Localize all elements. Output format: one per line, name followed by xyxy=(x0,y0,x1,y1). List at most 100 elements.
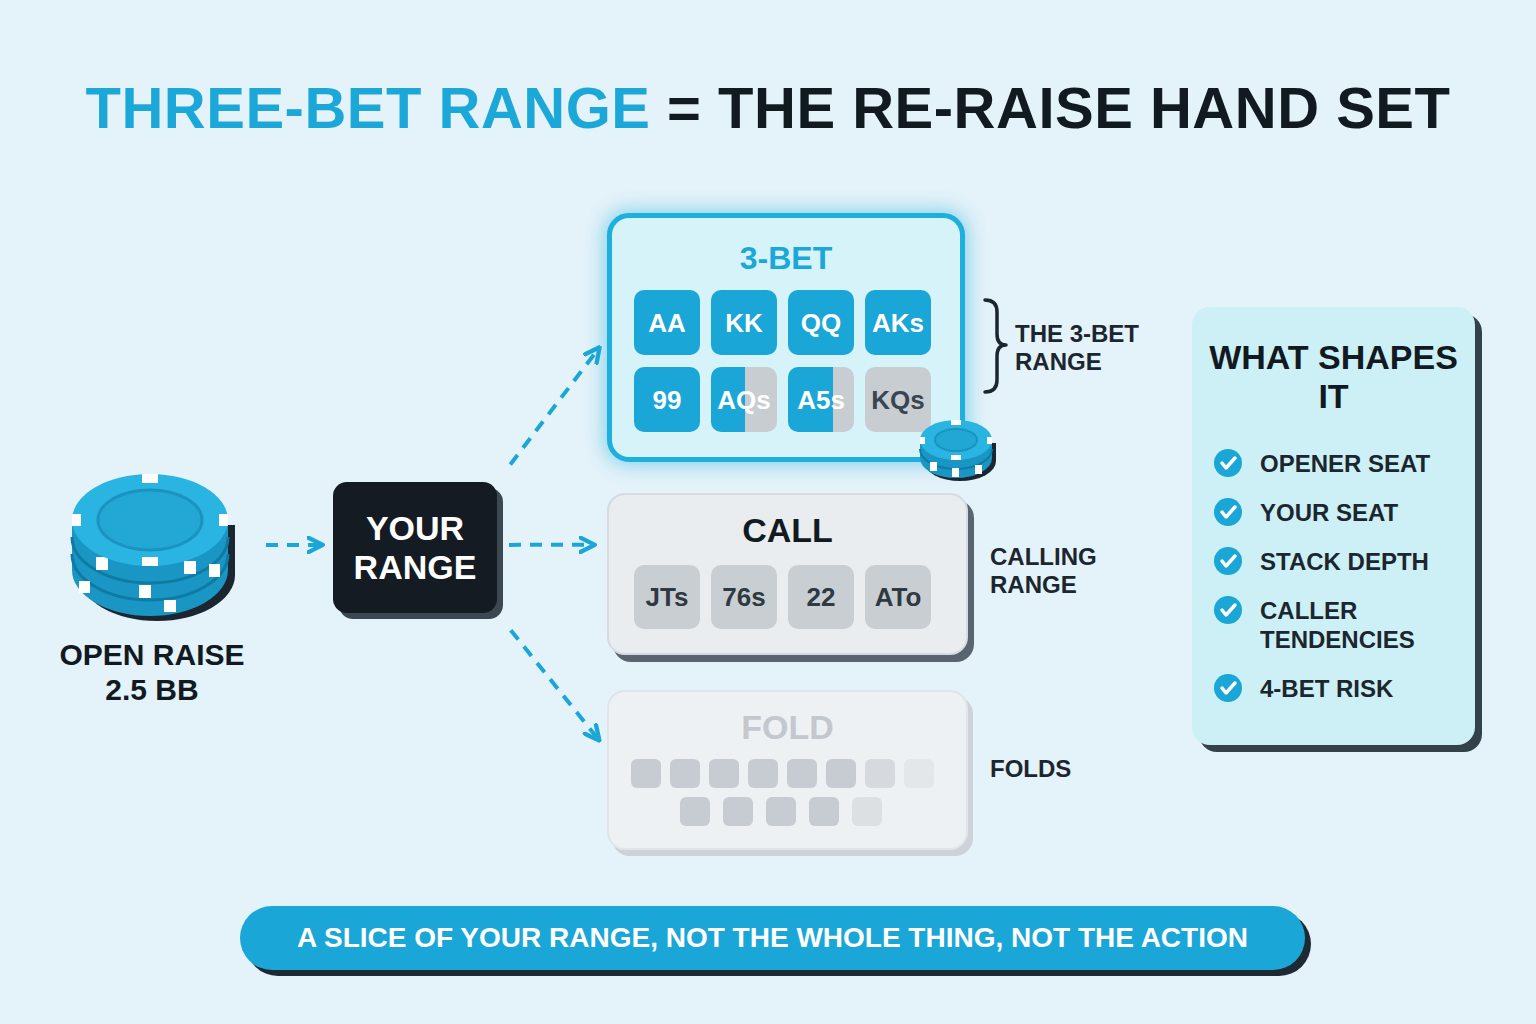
title-row: THREE-BET RANGE = THE RE-RAISE HAND SET xyxy=(0,75,1536,141)
chip-side xyxy=(920,440,992,478)
blank-tile xyxy=(723,797,753,826)
check-icons xyxy=(1214,449,1242,702)
chip-stack xyxy=(72,474,235,621)
hand-tile: QQ xyxy=(788,290,854,355)
node-text: OPEN RAISE 2.5 BB xyxy=(40,637,264,707)
chip-shadow xyxy=(924,443,996,481)
check-icon xyxy=(1214,547,1242,575)
node-text: KQs xyxy=(871,385,924,415)
range-label: FOLDS xyxy=(990,755,1120,783)
chip-seam xyxy=(920,449,992,469)
factor-item: CALLER TENDENCIES xyxy=(1260,596,1465,654)
chip-inlay xyxy=(98,490,202,550)
flow-arrow xyxy=(510,349,598,465)
chip-stripe xyxy=(975,465,982,474)
blank-tile xyxy=(766,797,796,826)
chip-notch xyxy=(142,557,158,566)
chip-stripe xyxy=(79,581,90,593)
panel-heading: WHAT SHAPES IT xyxy=(1192,338,1475,416)
factors-panel: WHAT SHAPES ITOPENER SEATYOUR SEATSTACK … xyxy=(1192,307,1475,745)
check-icon xyxy=(1214,674,1242,702)
flow-arrow xyxy=(511,630,598,739)
hand-tile: A5s xyxy=(788,367,854,432)
chip-node: OPEN RAISE 2.5 BB xyxy=(40,465,264,715)
check-icon xyxy=(1214,498,1242,526)
blank-tile xyxy=(852,797,882,826)
factor-item: 4-BET RISK xyxy=(1260,674,1465,703)
chip-stripe xyxy=(184,561,196,574)
chip-stripe xyxy=(209,564,220,577)
node-text: 76s xyxy=(722,582,765,612)
node-text: JTs xyxy=(646,582,689,612)
hand-tile: AQs xyxy=(711,367,777,432)
range-label: CALLING RANGE xyxy=(990,543,1120,599)
blank-tile xyxy=(826,759,856,788)
chip-notch xyxy=(951,420,961,425)
node-text: 22 xyxy=(807,582,836,612)
chip-notch xyxy=(920,437,925,444)
hand-tile: JTs xyxy=(634,565,700,629)
chip-shadow xyxy=(79,525,235,621)
node-text: 3-BET xyxy=(612,240,960,276)
hand-tile: KQs xyxy=(865,367,931,432)
node-text: AA xyxy=(648,308,686,338)
hand-tile: 22 xyxy=(788,565,854,629)
range-bracket xyxy=(985,300,1006,392)
chip-notch xyxy=(72,514,81,526)
call-box: CALL JTs 76s 22 ATo xyxy=(607,493,968,655)
flow-arrow xyxy=(509,543,593,547)
chip-stripe xyxy=(139,585,151,598)
node-text: QQ xyxy=(801,308,841,338)
caption-text: A SLICE OF YOUR RANGE, NOT THE WHOLE THI… xyxy=(297,922,1248,954)
chip-top xyxy=(920,420,992,460)
flow-arrow xyxy=(266,543,321,547)
page-title: THREE-BET RANGE = THE RE-RAISE HAND SET xyxy=(86,75,1451,141)
node-text: CALL xyxy=(609,511,966,549)
node-text: FOLD xyxy=(609,708,966,746)
factor-item: STACK DEPTH xyxy=(1260,547,1465,576)
chip-stripe xyxy=(952,468,959,477)
fold-box: FOLD xyxy=(607,690,968,850)
node-text: AKs xyxy=(872,308,924,338)
node-text: A5s xyxy=(797,385,845,415)
node-text: YOUR RANGE xyxy=(333,509,497,587)
blank-tile xyxy=(631,759,661,788)
blank-tile xyxy=(865,759,895,788)
blank-tile xyxy=(709,759,739,788)
hand-tile: 76s xyxy=(711,565,777,629)
blank-tile xyxy=(680,797,710,826)
hand-tile: 99 xyxy=(634,367,700,432)
blank-tile xyxy=(787,759,817,788)
check-icon xyxy=(1214,449,1242,477)
fold-tiles xyxy=(631,759,934,826)
hand-tile: AA xyxy=(634,290,700,355)
blank-tile xyxy=(904,759,934,788)
chip-notch xyxy=(219,514,228,526)
chip-seam xyxy=(72,537,228,583)
node-text: ATo xyxy=(875,582,922,612)
chip-side xyxy=(72,520,228,616)
factor-item: YOUR SEAT xyxy=(1260,498,1465,527)
chip-top xyxy=(72,474,228,566)
chip-notch xyxy=(142,474,158,483)
blank-tile xyxy=(670,759,700,788)
chip-inlay xyxy=(935,429,977,451)
chip-notch xyxy=(987,437,992,444)
small-chip xyxy=(920,420,996,481)
chip-stripe xyxy=(96,557,108,570)
blank-tile xyxy=(748,759,778,788)
blank-tile xyxy=(809,797,839,826)
range-label: THE 3-BET RANGE xyxy=(1015,320,1165,376)
range-box: YOUR RANGE xyxy=(333,482,497,613)
hand-tile: ATo xyxy=(865,565,931,629)
node-text: 99 xyxy=(653,385,682,415)
chip-stripe xyxy=(930,462,937,471)
hand-tile: KK xyxy=(711,290,777,355)
chip-seam xyxy=(72,554,228,600)
caption-banner: A SLICE OF YOUR RANGE, NOT THE WHOLE THI… xyxy=(240,906,1305,970)
three-bet-box: 3-BET AA KK QQ AKs 99 AQs A5s KQs xyxy=(607,213,965,462)
hand-tile: AKs xyxy=(865,290,931,355)
